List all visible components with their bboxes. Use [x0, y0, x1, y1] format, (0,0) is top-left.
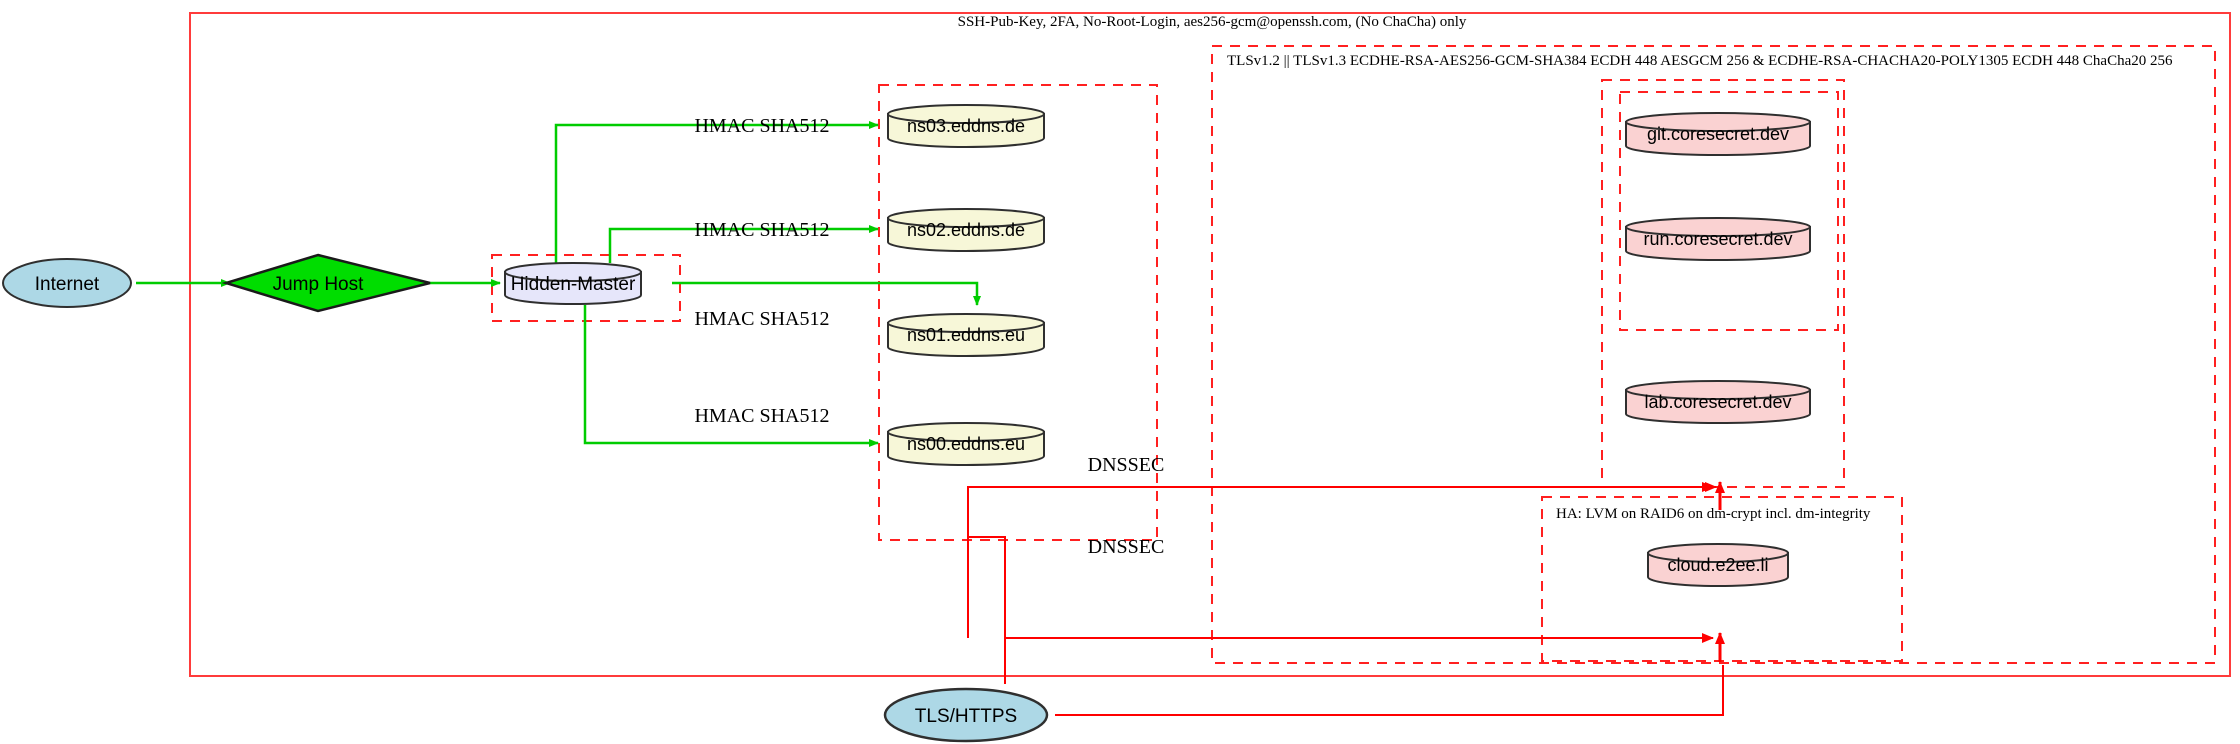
node-ns02-label: ns02.eddns.de	[907, 220, 1025, 240]
cluster-ha-storage	[1541, 496, 1903, 662]
node-cloud-e2ee-label: cloud.e2ee.li	[1667, 555, 1768, 575]
cluster-coresecret-inner	[1619, 91, 1839, 331]
node-git-coresecret[interactable]: git.coresecret.dev	[1625, 112, 1811, 156]
node-internet[interactable]: Internet	[2, 258, 132, 308]
edge-hiddenmaster-ns02	[608, 225, 879, 263]
edge-label-dnssec-lower: DNSSEC	[1088, 536, 1165, 558]
cluster-ns-servers	[878, 84, 1158, 541]
edge-label-hmac-ns03-text: HMAC SHA512	[694, 115, 829, 137]
edge-label-dnssec-upper: DNSSEC	[1088, 454, 1165, 476]
node-ns00-label: ns00.eddns.eu	[907, 434, 1025, 454]
node-jump-host-label: Jump Host	[273, 274, 365, 295]
node-ns01[interactable]: ns01.eddns.eu	[887, 313, 1045, 357]
edge-label-hmac-ns01-text: HMAC SHA512	[694, 308, 829, 330]
node-run-coresecret-label: run.coresecret.dev	[1643, 229, 1792, 249]
node-git-coresecret-label: git.coresecret.dev	[1647, 124, 1789, 144]
cluster-outer-ssh-label: SSH-Pub-Key, 2FA, No-Root-Login, aes256-…	[958, 14, 1467, 30]
node-ns00[interactable]: ns00.eddns.eu	[887, 422, 1045, 466]
node-ns01-label: ns01.eddns.eu	[907, 325, 1025, 345]
edge-hiddenmaster-ns03	[554, 121, 879, 263]
edge-hiddenmaster-ns01	[672, 281, 981, 306]
node-lab-coresecret[interactable]: lab.coresecret.dev	[1625, 380, 1811, 424]
edge-label-hmac-ns02: HMAC SHA512	[694, 219, 829, 241]
node-ns03[interactable]: ns03.eddns.de	[887, 104, 1045, 148]
node-hidden-master[interactable]: Hidden-Master	[504, 262, 642, 305]
node-jump-host[interactable]: Jump Host	[221, 253, 431, 313]
cluster-outer-ssh	[189, 12, 2231, 677]
edge-tlshttps-right	[1055, 665, 1724, 716]
node-ns03-label: ns03.eddns.de	[907, 116, 1025, 136]
edge-label-hmac-ns01: HMAC SHA512	[694, 308, 829, 330]
node-internet-label: Internet	[35, 274, 100, 295]
node-tls-https[interactable]: TLS/HTTPS	[883, 687, 1049, 743]
edge-label-hmac-ns00-text: HMAC SHA512	[694, 405, 829, 427]
node-cloud-e2ee[interactable]: cloud.e2ee.li	[1647, 543, 1789, 587]
node-lab-coresecret-label: lab.coresecret.dev	[1644, 392, 1791, 412]
edge-label-hmac-ns00: HMAC SHA512	[694, 405, 829, 427]
node-hidden-master-label: Hidden-Master	[511, 274, 636, 295]
node-tls-https-label: TLS/HTTPS	[915, 706, 1017, 727]
cluster-ha-storage-label: HA: LVM on RAID6 on dm-crypt incl. dm-in…	[1556, 506, 1871, 522]
node-run-coresecret[interactable]: run.coresecret.dev	[1625, 217, 1811, 261]
edge-label-hmac-ns03: HMAC SHA512	[694, 115, 829, 137]
node-ns02[interactable]: ns02.eddns.de	[887, 208, 1045, 252]
edge-label-hmac-ns02-text: HMAC SHA512	[694, 219, 829, 241]
edge-hiddenmaster-ns00	[583, 305, 879, 447]
cluster-tls-outer-label: TLSv1.2 || TLSv1.3 ECDHE-RSA-AES256-GCM-…	[1227, 53, 2173, 69]
edge-tlshttps-to-outer	[1055, 676, 1724, 716]
